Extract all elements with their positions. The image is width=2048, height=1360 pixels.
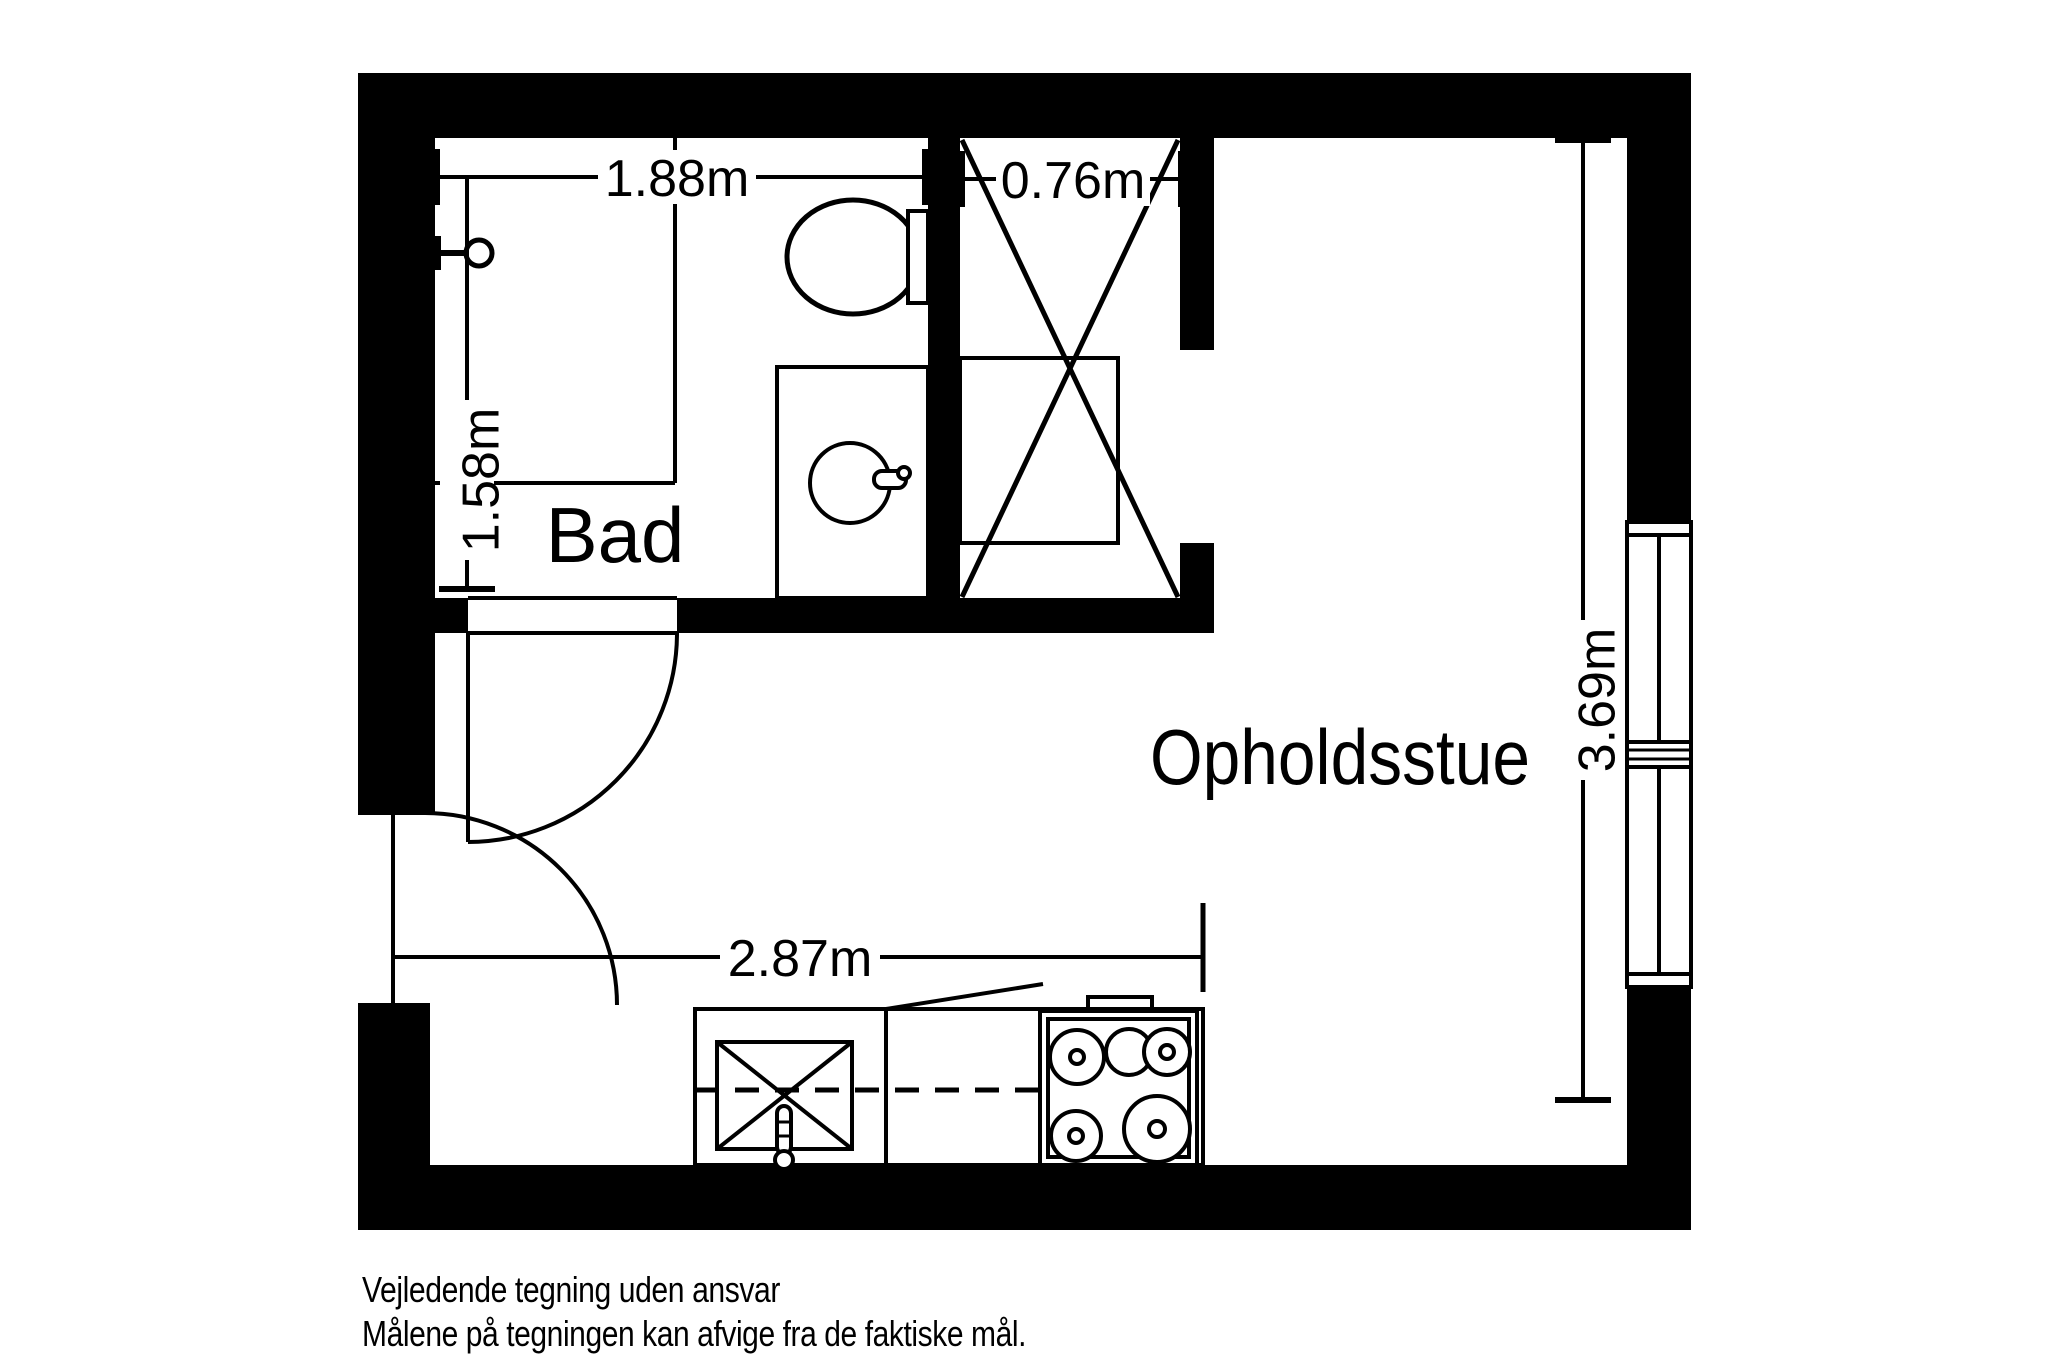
- wall-right-lower: [1627, 985, 1691, 1230]
- footer-line-2: Målene på tegningen kan afvige fra de fa…: [362, 1313, 1026, 1354]
- kitchen-counter-flap-line: [885, 982, 1044, 1011]
- entrance-door: [358, 811, 619, 1007]
- shower-wall-plate: [429, 236, 441, 270]
- wall-top: [358, 73, 1691, 138]
- shower-head: [463, 237, 495, 269]
- burner-bottom-right-center: [1147, 1119, 1167, 1139]
- kitchen-sink-cross-2: [715, 1040, 854, 1151]
- dim-living-height-label-bg: [1556, 620, 1610, 780]
- wardrobe-inner-box: [958, 356, 1120, 545]
- entrance-door-swing-arc: [424, 811, 619, 1006]
- wall-closet-right-upper: [1180, 138, 1214, 350]
- kitchen-sink-icon: [715, 1040, 854, 1171]
- dim-bath-width-label: 1.88m: [605, 150, 750, 208]
- dimension-labels: 1.88m 1.58m 0.76m 2.87m 3.69m: [440, 150, 1627, 988]
- dim-kitchen-width-label-bg: [720, 930, 880, 984]
- kitchen-sink-faucet-stem: [775, 1104, 793, 1156]
- wall-closet-right-lower: [1180, 543, 1214, 633]
- burner-bottom-left-center: [1067, 1127, 1085, 1145]
- toilet-bowl: [784, 197, 922, 317]
- footer-disclaimer: Vejledende tegning uden ansvar Målene på…: [362, 1269, 1027, 1354]
- wardrobe-cross-line-2: [959, 138, 1181, 599]
- dim-living-height-label: 3.69m: [1569, 628, 1627, 773]
- toilet-tank: [906, 209, 930, 305]
- wall-left-upper: [358, 73, 435, 813]
- room-label-bathroom: Bad: [546, 491, 685, 579]
- stove-handle: [1086, 995, 1154, 1011]
- dim-bath-width-label-bg: [598, 150, 756, 204]
- wall-right-upper: [1627, 73, 1691, 522]
- dim-kitchen-width-label: 2.87m: [728, 930, 873, 988]
- wardrobe-icon: [958, 138, 1181, 599]
- dim-bath-height-label: 1.58m: [453, 408, 511, 553]
- toilet-icon: [784, 197, 930, 317]
- wall-bath-bottom-left-segment: [430, 598, 468, 633]
- dim-closet-width-label-bg: [996, 152, 1150, 206]
- dim-closet-width-label: 0.76m: [1001, 152, 1146, 210]
- dim-bath-height-label-bg: [440, 400, 494, 560]
- wall-bottom: [358, 1165, 1691, 1230]
- burner-top-right-center: [1158, 1043, 1176, 1061]
- burner-top-left-center: [1068, 1048, 1086, 1066]
- wall-closet-left: [928, 138, 960, 633]
- washbasin-icon: [775, 365, 930, 600]
- washbasin-faucet-knob: [896, 465, 912, 481]
- kitchen-sink-faucet-knob: [773, 1149, 795, 1171]
- room-label-living-room: Opholdsstue: [1150, 713, 1530, 801]
- stove-icon: [1038, 995, 1199, 1167]
- window: [1625, 520, 1693, 989]
- kitchen-counter: [693, 982, 1205, 1171]
- walls: [358, 73, 1691, 1230]
- footer-line-1: Vejledende tegning uden ansvar: [362, 1269, 780, 1310]
